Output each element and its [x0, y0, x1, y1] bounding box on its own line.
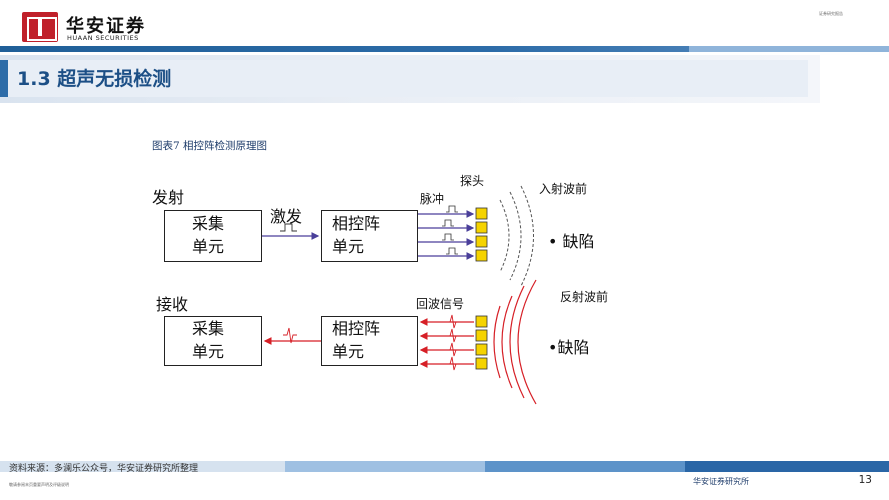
receive-acquisition-line2: 单元 — [192, 342, 225, 361]
excite-label: 激发 — [270, 207, 303, 226]
emit-acquisition-line1: 采集 — [192, 214, 225, 233]
receive-phased-array-box — [321, 316, 418, 366]
figure-caption: 图表7 相控阵检测原理图 — [152, 140, 268, 152]
receive-acquisition-line1: 采集 — [192, 319, 225, 338]
footer-brand: 华安证券研究所 — [693, 477, 749, 486]
emit-acquisition-line2: 单元 — [192, 237, 225, 256]
title-accent-bar — [0, 60, 8, 97]
report-type-note: 证券研究报告 — [819, 11, 843, 16]
emit-acquisition-box — [164, 210, 262, 262]
reflected-wavefronts — [493, 279, 537, 405]
footer-bar-segment-1 — [0, 461, 285, 472]
title-block — [8, 60, 808, 97]
defect-label-emit: • 缺陷 — [548, 232, 595, 251]
brand-name-en: HUAAN SECURITIES — [67, 34, 139, 42]
incident-wavefronts — [499, 185, 534, 287]
footer-bar-segment-2 — [285, 461, 485, 472]
pulse-label: 脉冲 — [420, 192, 445, 206]
defect-label-receive: •缺陷 — [548, 338, 590, 357]
receive-acquisition-box — [164, 316, 262, 366]
emit-phased-array-line1: 相控阵 — [332, 214, 381, 233]
excite-arrow — [262, 223, 320, 240]
brand-name-cn: 华安证券 — [66, 16, 146, 37]
footer-bar-segment-3 — [485, 461, 685, 472]
emit-phased-array-box — [321, 210, 418, 262]
incident-wavefront-label: 入射波前 — [539, 182, 588, 196]
receive-echo-spikes — [446, 314, 460, 371]
receive-probe-array — [475, 315, 488, 370]
company-logo — [22, 12, 58, 42]
emit-probe-array — [475, 207, 488, 262]
page-number: 13 — [858, 474, 872, 486]
echo-signal-label: 回波信号 — [416, 297, 465, 311]
reflected-wavefront-label: 反射波前 — [560, 290, 609, 304]
receive-phased-array-line2: 单元 — [332, 342, 365, 361]
page-title: 1.3 超声无损检测 — [17, 68, 172, 90]
data-source-note: 资料来源：多澜乐公众号，华安证券研究所整理 — [9, 464, 199, 474]
emit-pulse-shapes — [442, 205, 458, 255]
receive-echo-arrows — [419, 318, 474, 368]
header-divider — [0, 46, 889, 52]
emit-phased-array-line2: 单元 — [332, 237, 365, 256]
receive-phased-array-line1: 相控阵 — [332, 319, 381, 338]
receive-return-arrow — [263, 327, 321, 345]
footer-bar-segment-4 — [685, 461, 889, 472]
emit-pulse-arrows — [418, 210, 475, 260]
emit-section-label: 发射 — [152, 188, 185, 207]
probe-label: 探头 — [460, 174, 485, 188]
receive-section-label: 接收 — [156, 295, 189, 314]
disclaimer-text: 敬请参阅末页重要声明及评级说明 — [9, 482, 69, 487]
